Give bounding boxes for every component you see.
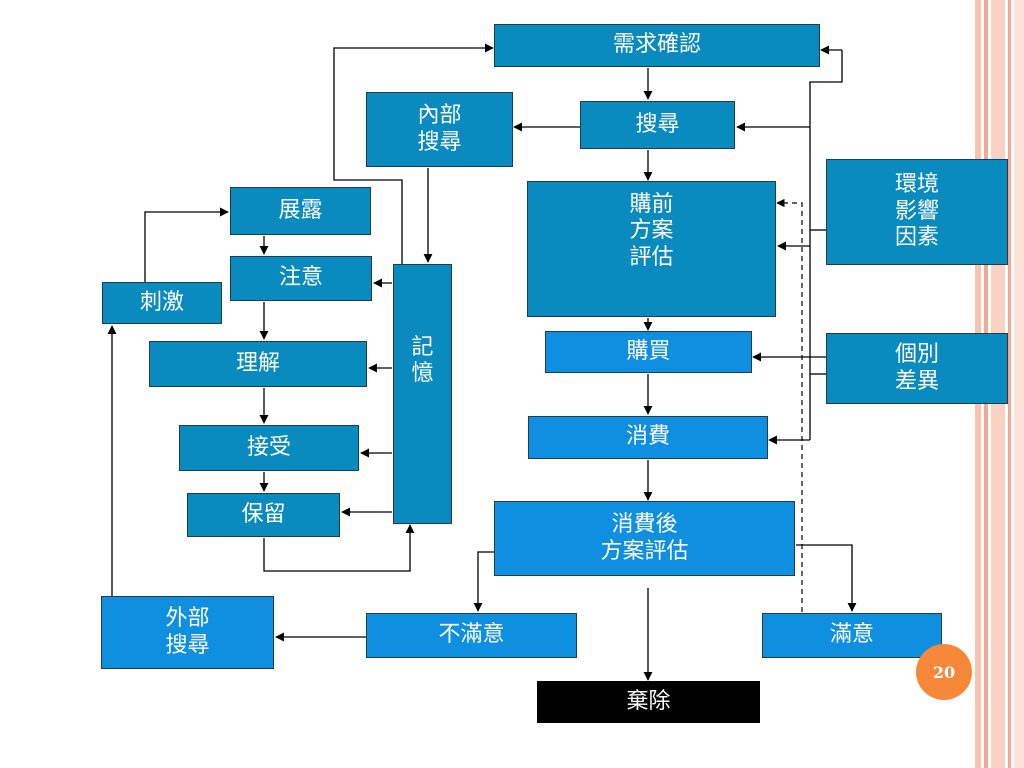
arrow-memory-to-need xyxy=(333,43,494,264)
node-purchase: 購買 xyxy=(545,331,752,373)
node-need-recognition: 需求確認 xyxy=(494,24,820,67)
node-dissatisfied: 不滿意 xyxy=(366,613,577,658)
right-border-stripe-5 xyxy=(1014,0,1024,768)
node-memory: 記 憶 xyxy=(393,264,452,524)
right-border-stripe-4 xyxy=(1008,0,1011,768)
node-individual-differences: 個別 差異 xyxy=(826,333,1008,404)
node-divestment: 棄除 xyxy=(537,681,760,723)
arrow-post-to-satisfied xyxy=(796,544,857,612)
arrow-stimulus-to-exposure xyxy=(144,207,229,282)
node-pre-purchase-evaluation: 購前 方案 評估 xyxy=(527,181,776,317)
node-exposure: 展露 xyxy=(230,187,371,235)
arrow-post-to-dissatisfied xyxy=(473,551,494,612)
node-search: 搜尋 xyxy=(580,101,735,149)
env-trunk xyxy=(809,50,843,440)
node-consumption: 消費 xyxy=(528,416,768,459)
node-internal-search: 內部 搜尋 xyxy=(366,92,513,167)
node-comprehension: 理解 xyxy=(149,341,367,387)
node-external-search: 外部 搜尋 xyxy=(101,596,274,669)
node-satisfied: 滿意 xyxy=(762,613,942,658)
node-environmental-influences: 環境 影響 因素 xyxy=(826,159,1008,265)
node-retention: 保留 xyxy=(187,493,340,537)
node-stimulus: 刺激 xyxy=(102,282,222,324)
arrow-retention-to-memory xyxy=(263,524,415,572)
node-attention: 注意 xyxy=(230,256,372,301)
page-number-badge: 20 xyxy=(916,644,972,700)
dashed-satisfied-to-evaluation xyxy=(776,198,803,612)
node-acceptance: 接受 xyxy=(179,425,359,471)
node-post-consumption-evaluation: 消費後 方案評估 xyxy=(494,501,795,576)
